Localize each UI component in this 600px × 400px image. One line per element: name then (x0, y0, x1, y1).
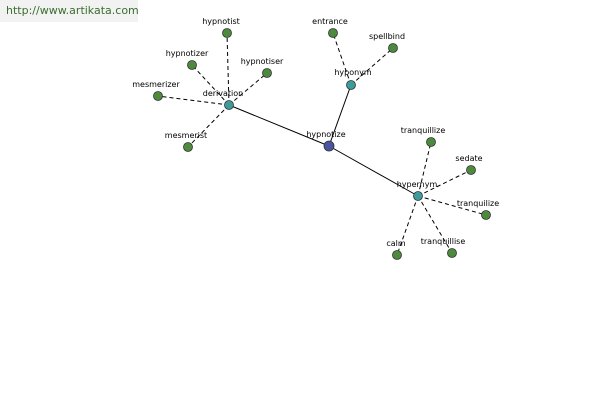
edge-derivation-to-hypnotizer (191, 64, 230, 106)
relation-label-hypernym: hypernym (397, 180, 438, 189)
word-label-tranquillize: tranquillize (401, 126, 446, 135)
word-node-tranquilize[interactable] (481, 210, 491, 220)
word-node-sedate[interactable] (466, 165, 476, 175)
word-label-mesmerist: mesmerist (165, 131, 207, 140)
center-node[interactable] (323, 140, 335, 152)
word-label-tranquilize: tranquilize (457, 199, 499, 208)
word-node-tranquillize[interactable] (426, 137, 436, 147)
word-node-mesmerizer[interactable] (153, 91, 163, 101)
edge-hyponym-to-entrance (332, 32, 352, 86)
relation-node-hypernym[interactable] (413, 191, 423, 201)
edge-center-to-hypernym (328, 145, 419, 197)
graph-edges (157, 32, 487, 256)
word-node-calm[interactable] (392, 250, 402, 260)
word-label-hypnotist: hypnotist (202, 17, 240, 26)
edge-hypernym-to-tranquillize (417, 141, 432, 197)
word-node-spellbind[interactable] (388, 43, 398, 53)
relation-label-derivation: derivation (203, 89, 243, 98)
edge-center-to-hyponym (328, 84, 352, 147)
source-url-banner[interactable]: http://www.artikata.com (0, 0, 139, 22)
edge-derivation-to-mesmerist (187, 104, 230, 148)
edge-derivation-to-hypnotiser (228, 72, 268, 106)
word-node-hypnotist[interactable] (222, 28, 232, 38)
word-label-sedate: sedate (455, 154, 482, 163)
word-node-hypnotiser[interactable] (262, 68, 272, 78)
word-label-calm: calm (386, 239, 406, 248)
relation-label-hyponym: hyponym (334, 68, 372, 77)
edge-derivation-to-hypnotist (226, 32, 230, 106)
relation-node-hyponym[interactable] (346, 80, 356, 90)
word-label-hypnotizer: hypnotizer (166, 49, 209, 58)
relation-node-derivation[interactable] (224, 100, 234, 110)
word-label-mesmerizer: mesmerizer (132, 80, 180, 89)
word-node-hypnotizer[interactable] (187, 60, 197, 70)
word-label-tranquillise: tranquillise (421, 237, 466, 246)
word-node-entrance[interactable] (328, 28, 338, 38)
edge-derivation-to-mesmerizer (157, 95, 230, 106)
edge-hypernym-to-tranquilize (417, 195, 487, 216)
word-label-hypnotiser: hypnotiser (241, 57, 284, 66)
edge-hypernym-to-sedate (417, 169, 472, 197)
word-label-entrance: entrance (312, 17, 348, 26)
edge-center-to-derivation (228, 104, 330, 147)
word-node-tranquillise[interactable] (447, 248, 457, 258)
edge-hyponym-to-spellbind (350, 47, 394, 86)
center-node-label: hypnotize (306, 130, 345, 139)
graph-nodes: hypnotize derivation hypnotist hypnotizer hy… (132, 17, 499, 260)
word-label-spellbind: spellbind (369, 32, 405, 41)
edge-hypernym-to-calm (396, 195, 419, 256)
word-node-mesmerist[interactable] (183, 142, 193, 152)
